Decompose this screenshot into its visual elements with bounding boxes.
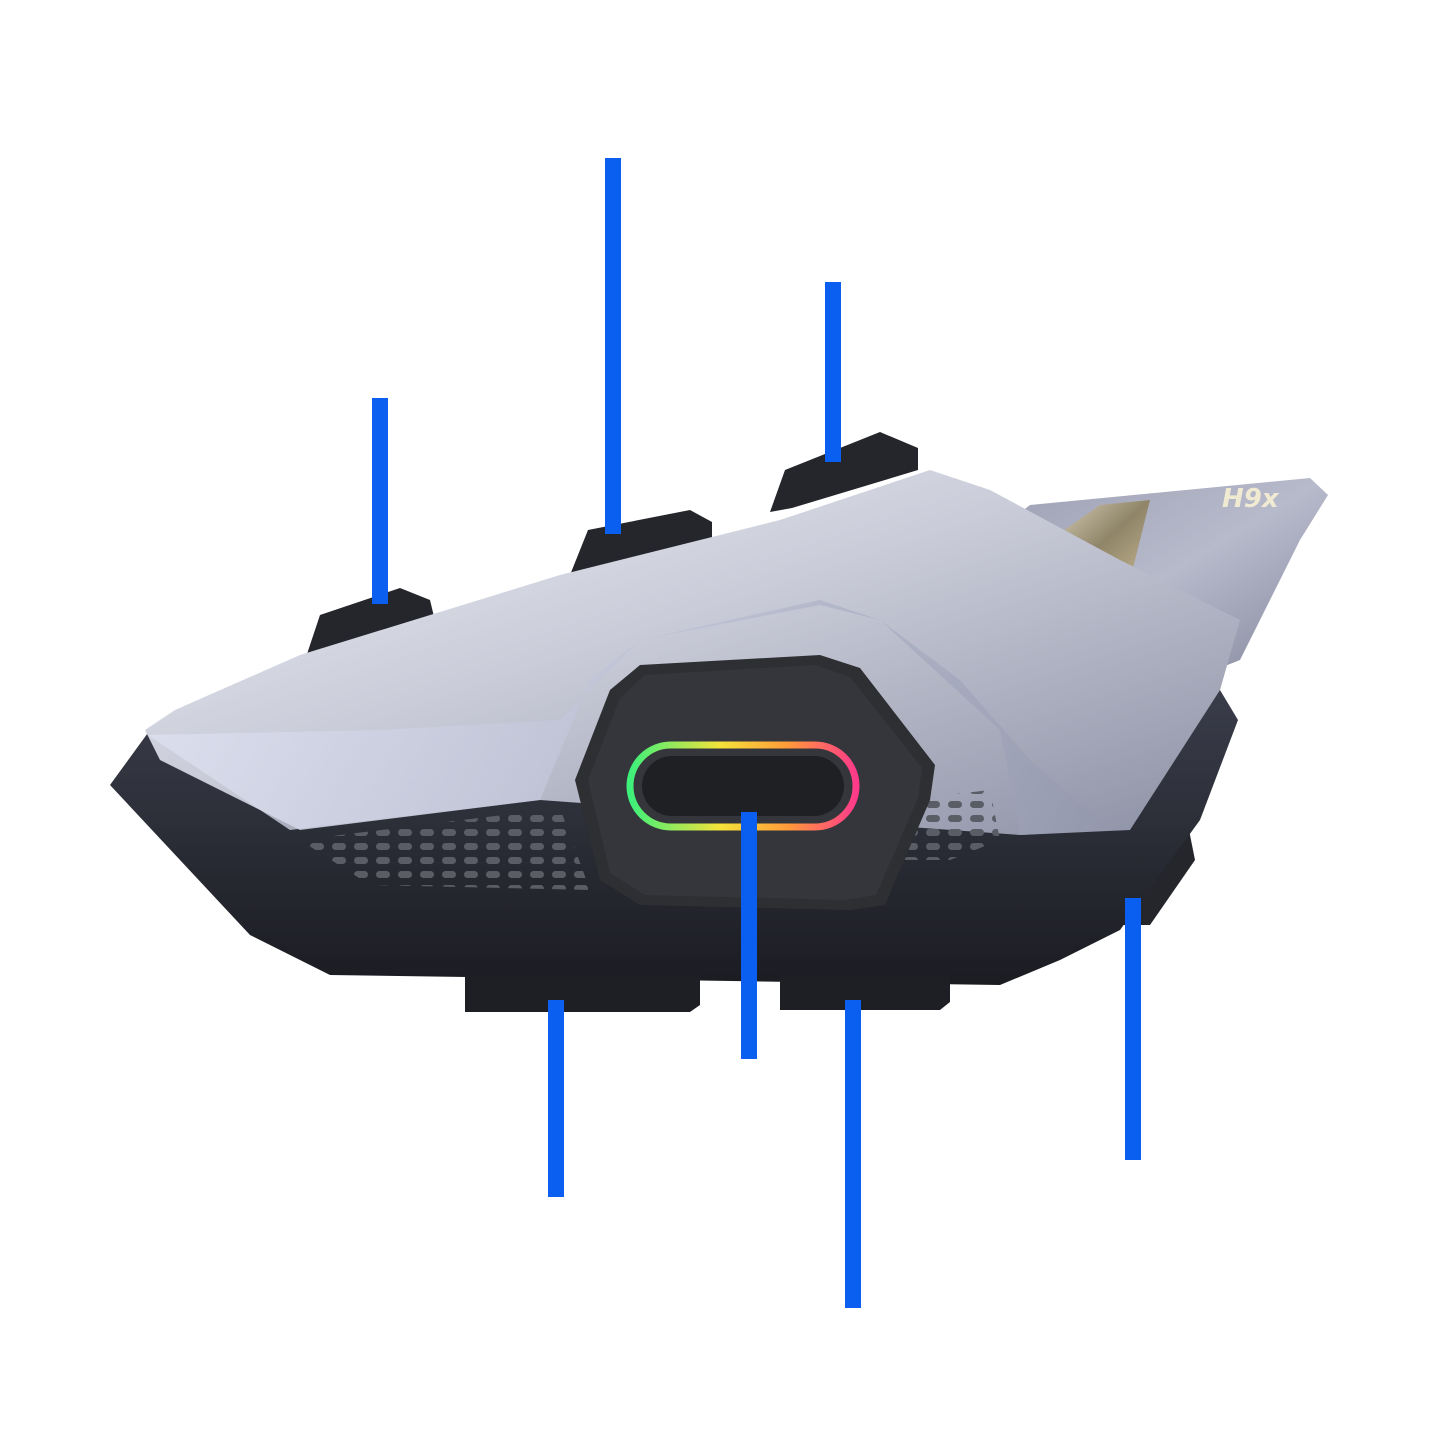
callout-line-top-right	[825, 282, 841, 462]
callout-line-bottom-left	[548, 1000, 564, 1197]
callout-line-rear-side	[1125, 898, 1141, 1160]
model-mark: H9x	[1222, 484, 1280, 514]
callout-line-top-left	[372, 398, 388, 604]
top-left-button[interactable]	[305, 588, 436, 660]
speaker-grille-left	[300, 808, 590, 890]
bottom-left-button[interactable]	[465, 975, 700, 1012]
speaker-grille-right	[905, 790, 1000, 860]
led-button-surface	[642, 756, 844, 816]
top-right-button[interactable]	[770, 432, 918, 512]
top-middle-button[interactable]	[570, 510, 712, 575]
callout-lines	[372, 158, 1141, 1308]
bottom-middle-button[interactable]	[780, 975, 950, 1010]
callout-line-center-led	[741, 812, 757, 1059]
top-buttons	[305, 432, 918, 660]
bottom-buttons	[465, 975, 950, 1012]
callout-line-top-middle	[605, 158, 621, 534]
shell-face	[148, 600, 1110, 835]
callout-line-bottom-middle	[845, 1000, 861, 1308]
